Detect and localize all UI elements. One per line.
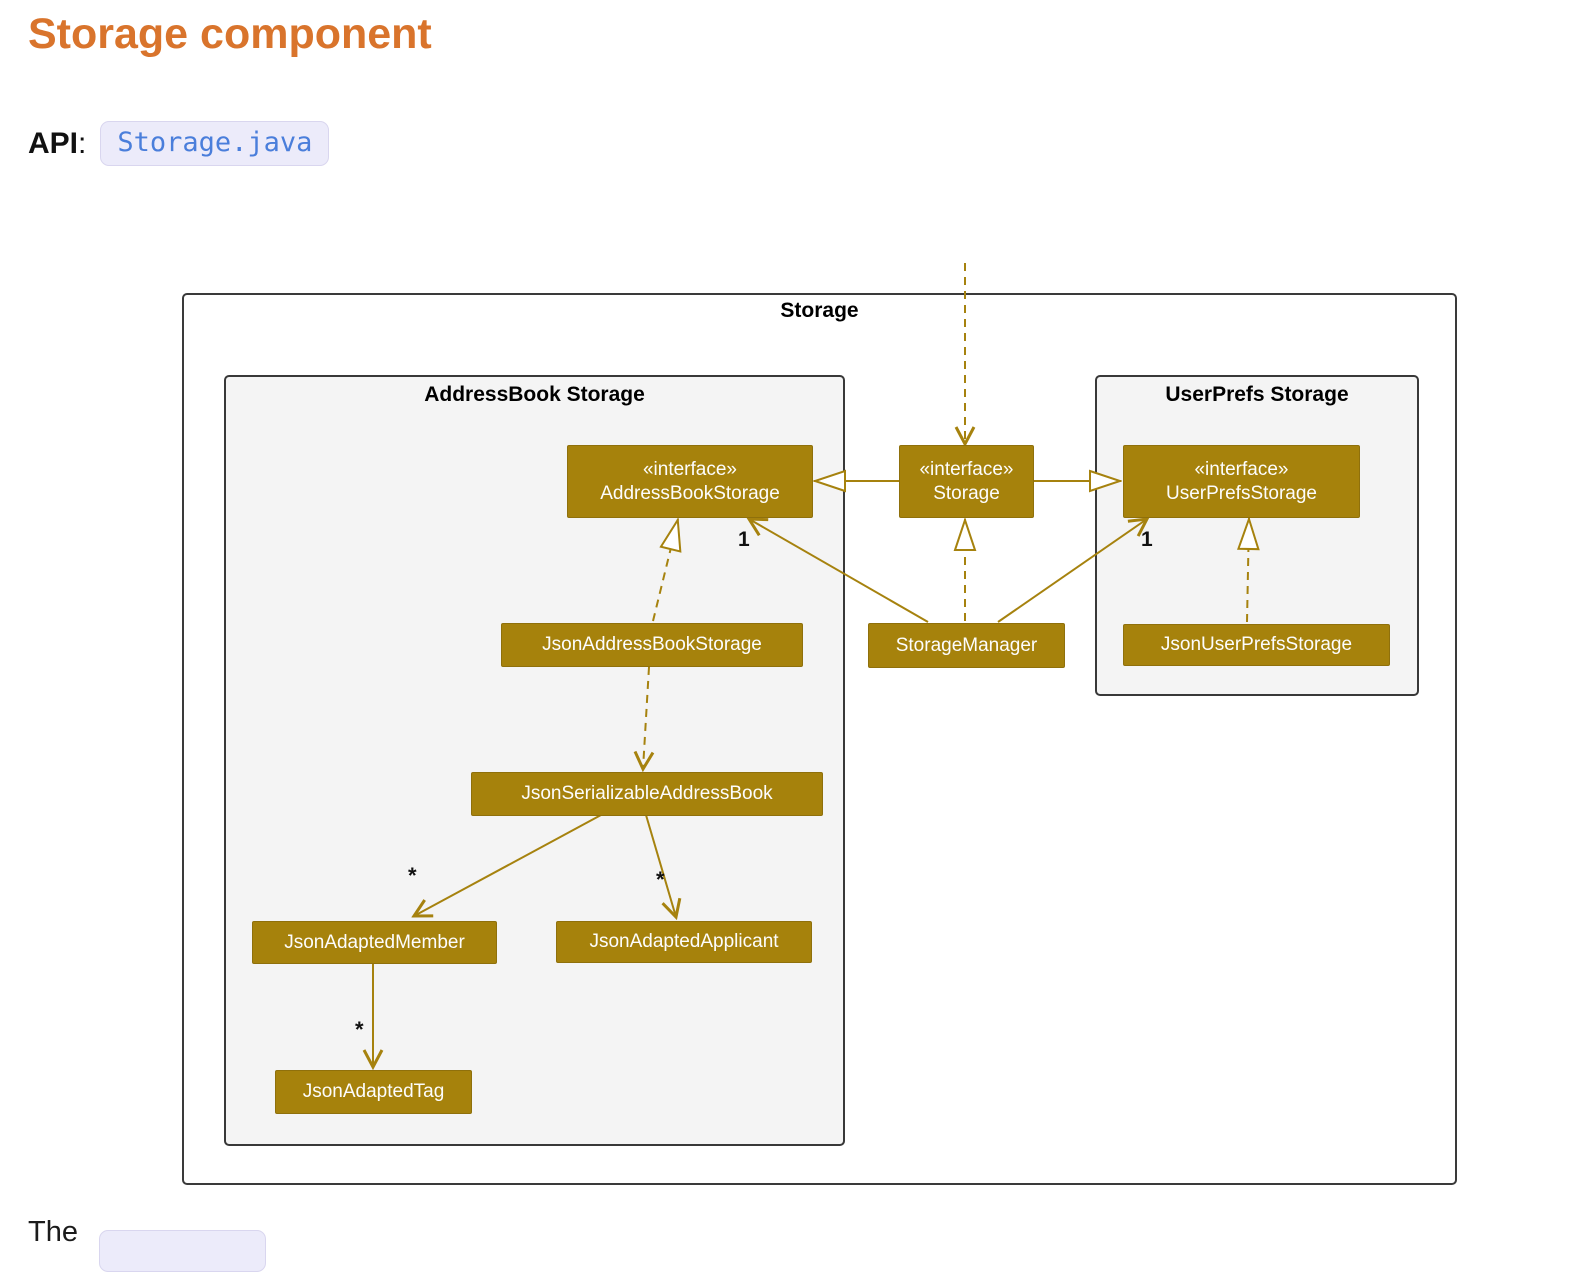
api-label: API: [28, 126, 79, 160]
multiplicity-manager-addressbook: 1: [738, 528, 750, 551]
class-jsonuserprefsstorage: JsonUserPrefsStorage: [1123, 624, 1390, 666]
class-addressbookstorage-name: AddressBookStorage: [600, 482, 780, 504]
class-storage: «interface» Storage: [899, 445, 1034, 518]
class-jsonadaptedapplicant: JsonAdaptedApplicant: [556, 921, 812, 963]
multiplicity-serializable-applicant: *: [656, 867, 665, 892]
footer-partial-text: The: [28, 1216, 78, 1248]
storage-component-diagram: Storage AddressBook Storage UserPrefs St…: [182, 263, 1457, 1185]
class-userprefsstorage: «interface» UserPrefsStorage: [1123, 445, 1360, 518]
package-userprefs-storage-label: UserPrefs Storage: [1165, 383, 1349, 406]
class-jsonaddressbookstorage: JsonAddressBookStorage: [501, 623, 803, 667]
class-storagemanager-name: StorageManager: [895, 634, 1038, 656]
api-line: API : Storage.java: [28, 121, 330, 166]
class-userprefsstorage-stereotype: «interface»: [1194, 458, 1289, 480]
storage-frame-label: Storage: [780, 299, 859, 322]
page-title: Storage component: [28, 10, 432, 58]
class-userprefsstorage-name: UserPrefsStorage: [1165, 482, 1317, 504]
class-jsonadaptedtag: JsonAdaptedTag: [275, 1070, 472, 1114]
class-jsonadaptedmember: JsonAdaptedMember: [252, 921, 497, 964]
class-addressbookstorage-stereotype: «interface»: [642, 458, 737, 480]
class-addressbookstorage: «interface» AddressBookStorage: [567, 445, 813, 518]
class-jsonserializableaddressbook-name: JsonSerializableAddressBook: [521, 783, 773, 804]
class-jsonaddressbookstorage-name: JsonAddressBookStorage: [542, 634, 762, 655]
class-jsonuserprefsstorage-name: JsonUserPrefsStorage: [1160, 634, 1353, 655]
footer-code-pill: [99, 1230, 266, 1272]
class-jsonadaptedapplicant-name: JsonAdaptedApplicant: [589, 931, 779, 952]
class-jsonadaptedmember-name: JsonAdaptedMember: [284, 931, 465, 953]
package-addressbook-storage-label: AddressBook Storage: [424, 383, 645, 406]
class-storage-stereotype: «interface»: [919, 458, 1014, 480]
class-jsonadaptedtag-name: JsonAdaptedTag: [302, 1081, 445, 1102]
class-storagemanager: StorageManager: [868, 623, 1065, 668]
api-colon: :: [78, 126, 87, 160]
class-jsonserializableaddressbook: JsonSerializableAddressBook: [471, 772, 823, 816]
multiplicity-manager-userprefs: 1: [1141, 528, 1153, 551]
class-storage-name: Storage: [933, 482, 1000, 504]
api-file-link[interactable]: Storage.java: [100, 121, 330, 166]
multiplicity-member-tag: *: [355, 1017, 364, 1042]
multiplicity-serializable-member: *: [408, 863, 417, 888]
